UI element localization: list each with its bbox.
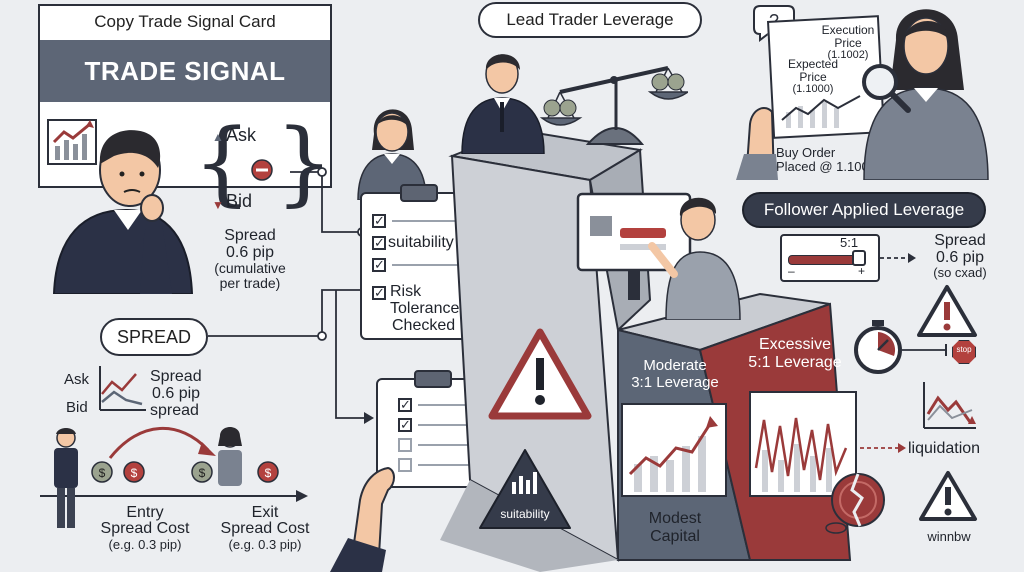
slider-plus[interactable]: + bbox=[858, 264, 866, 278]
box-suitability-label: suitability bbox=[500, 507, 550, 521]
buy-line2: Placed @ 1.1000 bbox=[776, 159, 876, 174]
check-box-1: ✓ bbox=[372, 213, 386, 228]
card-ask-label: Ask bbox=[226, 125, 257, 145]
modest-line1: Modest bbox=[648, 510, 702, 527]
svg-text:$: $ bbox=[131, 466, 138, 480]
svg-text:$: $ bbox=[99, 466, 106, 480]
check-box-3: ✓ bbox=[372, 257, 386, 272]
excessive-line1: Excessive bbox=[758, 336, 832, 353]
left-brace: { bbox=[193, 109, 252, 216]
entry-line3: (e.g. 0.3 pip) bbox=[108, 537, 182, 552]
card-spread-line4: per trade) bbox=[219, 275, 281, 291]
minus-circle-icon bbox=[251, 159, 273, 181]
moderate-line1: Moderate bbox=[643, 357, 707, 374]
exp-line2: Price bbox=[799, 70, 827, 84]
excessive-chart bbox=[749, 391, 857, 497]
moderate-line2: 3:1 Leverage bbox=[631, 374, 719, 391]
checklist-suitability: suitability bbox=[388, 234, 454, 251]
follower-leverage-pill: Follower Applied Leverage bbox=[742, 192, 986, 228]
monitor-trader bbox=[576, 192, 741, 320]
exec-line3: (1.1002) bbox=[827, 49, 869, 61]
exit-line3: (e.g. 0.3 pip) bbox=[228, 537, 302, 552]
warning-triangle-icon bbox=[488, 328, 592, 420]
spread-pill: SPREAD bbox=[100, 318, 208, 356]
line-7 bbox=[418, 444, 476, 446]
card-spread-line3: (cumulative bbox=[214, 260, 286, 276]
card-chart-icon bbox=[47, 119, 97, 165]
lead-trader-figure bbox=[461, 54, 545, 154]
mini-spread-line3: spread bbox=[150, 402, 199, 419]
holding-hand bbox=[330, 466, 395, 572]
exp-line3: (1.1000) bbox=[792, 83, 834, 95]
entry-line1: Entry bbox=[126, 504, 164, 521]
line-5 bbox=[418, 404, 476, 406]
exit-line1: Exit bbox=[251, 504, 279, 521]
ask-up-icon: ▲ bbox=[212, 130, 224, 144]
exec-line1: Execution bbox=[821, 23, 875, 37]
check-box-6: ✓ bbox=[398, 417, 412, 432]
mini-ask-label: Ask bbox=[64, 371, 90, 388]
line-8 bbox=[418, 464, 476, 466]
slider-spread-line1: Spread bbox=[934, 232, 986, 249]
right-brace: } bbox=[275, 109, 334, 216]
card-spread-line2: 0.6 pip bbox=[225, 244, 275, 261]
mini-bid-label: Bid bbox=[66, 399, 88, 416]
execution-mini-chart bbox=[781, 95, 861, 128]
warning-triangle-right-2 bbox=[919, 471, 977, 521]
warning-triangle-right-1 bbox=[917, 285, 977, 337]
check-box-8 bbox=[398, 458, 412, 472]
falling-chart-icon bbox=[923, 382, 976, 429]
mini-spread-chart bbox=[99, 366, 146, 411]
check-box-2: ✓ bbox=[372, 235, 386, 250]
checklist-checked: Checked bbox=[392, 317, 456, 334]
slider-handle[interactable] bbox=[852, 250, 866, 266]
exp-line1: Expected bbox=[787, 57, 839, 71]
warning-caption: winnbw bbox=[927, 529, 971, 544]
check-box-7 bbox=[398, 438, 412, 452]
line-6 bbox=[418, 424, 476, 426]
holding-hand-right bbox=[736, 107, 778, 180]
line-1 bbox=[392, 220, 464, 222]
svg-text:$: $ bbox=[265, 466, 272, 480]
card-bid-label: Bid bbox=[226, 191, 253, 211]
checklist-risk: Risk bbox=[390, 283, 422, 300]
slider-minus[interactable]: – bbox=[788, 264, 795, 278]
excessive-line2: 5:1 Leverage bbox=[748, 354, 842, 371]
entry-exit-flow: $ $ $ $ bbox=[40, 427, 308, 528]
svg-text:$: $ bbox=[199, 466, 206, 480]
mini-spread-line2: 0.6 pip bbox=[152, 385, 201, 402]
bid-down-icon: ▼ bbox=[212, 198, 224, 212]
card-title: Copy Trade Signal Card bbox=[40, 6, 330, 38]
lead-trader-pill: Lead Trader Leverage bbox=[478, 2, 702, 38]
buy-line1: Buy Order bbox=[776, 145, 836, 160]
mini-spread-line1: Spread bbox=[150, 368, 202, 385]
moderate-chart bbox=[621, 403, 727, 497]
stopwatch-icon bbox=[854, 320, 902, 374]
line-3 bbox=[392, 264, 464, 266]
exec-line2: Price bbox=[834, 36, 862, 50]
stop-label: stop bbox=[956, 345, 972, 354]
balance-scale-icon bbox=[539, 66, 688, 145]
trade-signal-banner: TRADE SIGNAL bbox=[40, 40, 330, 102]
entry-line2: Spread Cost bbox=[100, 520, 190, 537]
checklist-tolerance: Tolerance bbox=[390, 300, 460, 317]
slider-ratio: 5:1 bbox=[840, 235, 859, 250]
thinking-trader-figure bbox=[52, 130, 194, 294]
modest-line2: Capital bbox=[650, 528, 700, 545]
broken-coin-icon bbox=[825, 473, 885, 534]
check-box-4: ✓ bbox=[372, 285, 386, 300]
inspecting-woman-figure bbox=[862, 9, 989, 180]
liquidation-label: liquidation bbox=[908, 440, 981, 457]
slider-spread-line2: 0.6 pip bbox=[935, 249, 985, 266]
exit-line2: Spread Cost bbox=[220, 520, 310, 537]
slider-spread-line3: (so cxad) bbox=[933, 265, 987, 280]
card-spread-line1: Spread bbox=[224, 227, 276, 244]
suitability-triangle bbox=[479, 449, 571, 529]
stop-sign-icon bbox=[952, 340, 976, 364]
check-box-5: ✓ bbox=[398, 397, 412, 412]
